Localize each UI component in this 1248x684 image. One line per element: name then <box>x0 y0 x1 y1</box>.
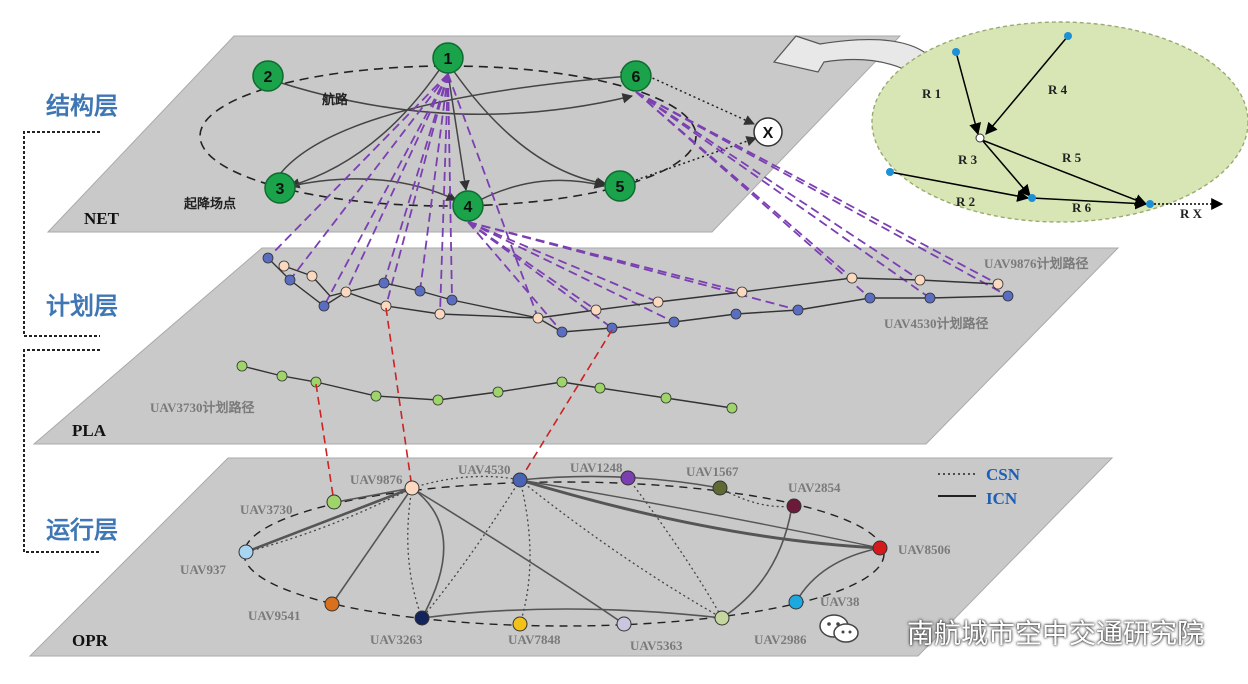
route-r4: R 4 <box>1048 82 1068 97</box>
svg-text:2: 2 <box>264 69 273 86</box>
uav3730-label: UAV3730 <box>240 502 293 517</box>
uav38-label: UAV38 <box>820 594 860 609</box>
wechat-icon <box>819 614 859 643</box>
pla-plane <box>32 247 1120 445</box>
plan-layer-title: 计划层 <box>46 292 118 320</box>
rx-label: R X <box>1180 206 1203 221</box>
opr-code: OPR <box>72 631 109 650</box>
svg-text:3: 3 <box>276 181 285 198</box>
net-node-6: 6 <box>620 60 652 92</box>
uav5363-label: UAV5363 <box>630 638 683 653</box>
route-r2: R 2 <box>956 194 975 209</box>
net-to-plan-links <box>267 73 1009 333</box>
uav937-label: UAV937 <box>180 562 226 577</box>
svg-text:1: 1 <box>444 51 453 68</box>
route-label: 航路 <box>322 92 349 107</box>
route-r1: R 1 <box>922 86 941 101</box>
net-node-4: 4 <box>452 190 484 222</box>
route-r6: R 6 <box>1072 200 1092 215</box>
svg-text:X: X <box>763 125 774 142</box>
net-node-2: 2 <box>252 60 284 92</box>
net-node-5: 5 <box>604 170 636 202</box>
plan-4530-label: UAV4530计划路径 <box>884 316 989 331</box>
uav2986-label: UAV2986 <box>754 632 807 647</box>
uav1248-label: UAV1248 <box>570 460 623 475</box>
layer-brackets <box>23 131 100 553</box>
fault-node: X <box>753 117 783 147</box>
net-layer: 1 2 3 4 5 6 X 航路 起降场点 <box>183 42 783 222</box>
watermark-text: 南航城市空中交通研究院 <box>907 619 1204 650</box>
uav7848-label: UAV7848 <box>508 632 561 647</box>
structure-layer-title: 结构层 <box>46 92 118 120</box>
net-code: NET <box>84 209 120 228</box>
legend-csn: CSN <box>986 465 1021 484</box>
svg-text:6: 6 <box>632 69 641 86</box>
pla-code: PLA <box>72 421 107 440</box>
plan-to-opr-links <box>315 307 613 503</box>
run-layer-title: 运行层 <box>46 516 118 544</box>
route-r5: R 5 <box>1062 150 1082 165</box>
inset-network: R 1 R 2 R 3 R 4 R 5 R 6 R X <box>772 21 1248 223</box>
opr-plane <box>28 457 1114 657</box>
uav1567-label: UAV1567 <box>686 464 739 479</box>
opr-layer: UAV3730 UAV9876 UAV4530 UAV1248 UAV1567 … <box>180 460 1021 653</box>
route-r3: R 3 <box>958 152 978 167</box>
plan-9876-label: UAV9876计划路径 <box>984 256 1089 271</box>
plan-3730-label: UAV3730计划路径 <box>150 400 255 415</box>
uav9541-label: UAV9541 <box>248 608 301 623</box>
svg-text:5: 5 <box>616 179 625 196</box>
uav9876-label: UAV9876 <box>350 472 403 487</box>
uav2854-label: UAV2854 <box>788 480 841 495</box>
uav4530-label: UAV4530 <box>458 462 511 477</box>
pla-layer: UAV9876计划路径 UAV4530计划路径 UAV3730计划路径 <box>150 252 1089 415</box>
airport-label: 起降场点 <box>183 196 236 211</box>
uav8506-label: UAV8506 <box>898 542 951 557</box>
svg-text:4: 4 <box>464 199 473 216</box>
legend-icn: ICN <box>986 489 1018 508</box>
net-node-3: 3 <box>264 172 296 204</box>
uav3263-label: UAV3263 <box>370 632 423 647</box>
net-node-1: 1 <box>432 42 464 74</box>
